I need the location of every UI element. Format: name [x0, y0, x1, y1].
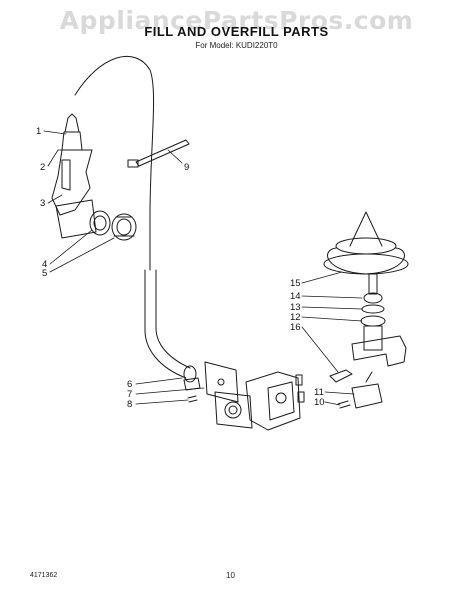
valve-screw [187, 395, 198, 403]
callout-15: 15 [290, 278, 301, 289]
cable-tie-head [127, 159, 139, 168]
fill-hose-line [74, 55, 155, 271]
solenoid-post [275, 392, 287, 404]
diagram-subtitle: For Model: KUDI220T0 [195, 41, 278, 50]
fill-valve-assembly [183, 361, 305, 431]
switch-actuator [365, 371, 373, 383]
float-stem [368, 273, 378, 295]
air-gap-assembly [51, 113, 137, 241]
callout-1: 1 [36, 126, 41, 137]
float-washer [361, 304, 385, 314]
terminal-a [295, 374, 303, 386]
callout-9: 9 [184, 162, 189, 173]
switch-body [351, 383, 383, 409]
callout-13: 13 [290, 302, 301, 313]
float-sleeve [363, 325, 383, 351]
float-rim [323, 253, 409, 275]
inlet-hose-right-edge [155, 269, 191, 369]
air-gap-body [61, 131, 83, 151]
callout-8: 8 [127, 399, 132, 410]
funnel-plate [55, 199, 97, 239]
valve-body [214, 391, 253, 429]
leader-1 [43, 130, 67, 135]
leader-2 [47, 149, 68, 167]
leader-13 [301, 306, 363, 310]
callout-7: 7 [127, 389, 132, 400]
leader-5 [49, 237, 115, 273]
callout-6: 6 [127, 379, 132, 390]
leader-10 [324, 401, 341, 406]
leader-12 [301, 316, 363, 322]
leader-14 [301, 295, 363, 299]
switch-bracket [351, 335, 407, 367]
float-nut [363, 292, 383, 304]
leader-3 [47, 194, 63, 204]
float-top [335, 237, 397, 255]
callout-16: 16 [290, 322, 301, 333]
air-gap-bracket [51, 149, 93, 216]
leader-8 [135, 399, 189, 405]
cable-tie [127, 139, 190, 168]
callout-12: 12 [290, 312, 301, 323]
inlet-hose-end [183, 365, 197, 383]
gasket-ring-inner [93, 215, 107, 231]
switch-screw [337, 400, 351, 409]
gasket-ring [89, 210, 111, 236]
leader-15 [301, 271, 343, 284]
callout-3: 3 [40, 198, 45, 209]
float-lever [329, 369, 353, 383]
page-number: 10 [226, 571, 235, 580]
leader-4 [49, 229, 93, 265]
leader-11 [324, 391, 355, 395]
callout-5: 5 [42, 268, 47, 279]
float-switch [337, 371, 383, 409]
leader-9 [167, 149, 183, 164]
float-assembly [323, 211, 409, 383]
leader-lines [43, 130, 363, 406]
leader-6 [135, 377, 183, 385]
valve-port [224, 401, 242, 419]
float-gasket [360, 315, 386, 327]
callout-labels: 1 2 3 4 5 6 7 8 9 10 11 12 13 14 15 16 [36, 126, 325, 410]
float-body [327, 247, 405, 275]
lock-nut [111, 213, 137, 241]
watermark: AppliancePartsPros.com [59, 6, 414, 35]
leader-7 [135, 387, 205, 395]
document-number: 4171362 [30, 572, 58, 579]
leader-16 [301, 326, 339, 373]
bracket-hole [217, 378, 225, 386]
lock-nut-edge [113, 216, 135, 237]
air-gap-cap [64, 113, 80, 133]
diagram-title: FILL AND OVERFILL PARTS [144, 24, 329, 39]
inlet-hose-left-edge [144, 269, 187, 379]
air-gap-bracket-inner [61, 159, 71, 191]
callout-10: 10 [314, 397, 325, 408]
callout-4: 4 [42, 259, 47, 270]
lock-nut-inner [116, 218, 132, 236]
solenoid-housing [245, 371, 301, 431]
solenoid-front [267, 381, 295, 421]
callout-14: 14 [290, 291, 301, 302]
callout-11: 11 [314, 387, 324, 398]
valve-port-inner [228, 405, 238, 415]
valve-mounting-bracket [204, 361, 239, 403]
callout-2: 2 [40, 162, 45, 173]
terminal-b [297, 391, 305, 403]
float-cone [349, 211, 383, 247]
